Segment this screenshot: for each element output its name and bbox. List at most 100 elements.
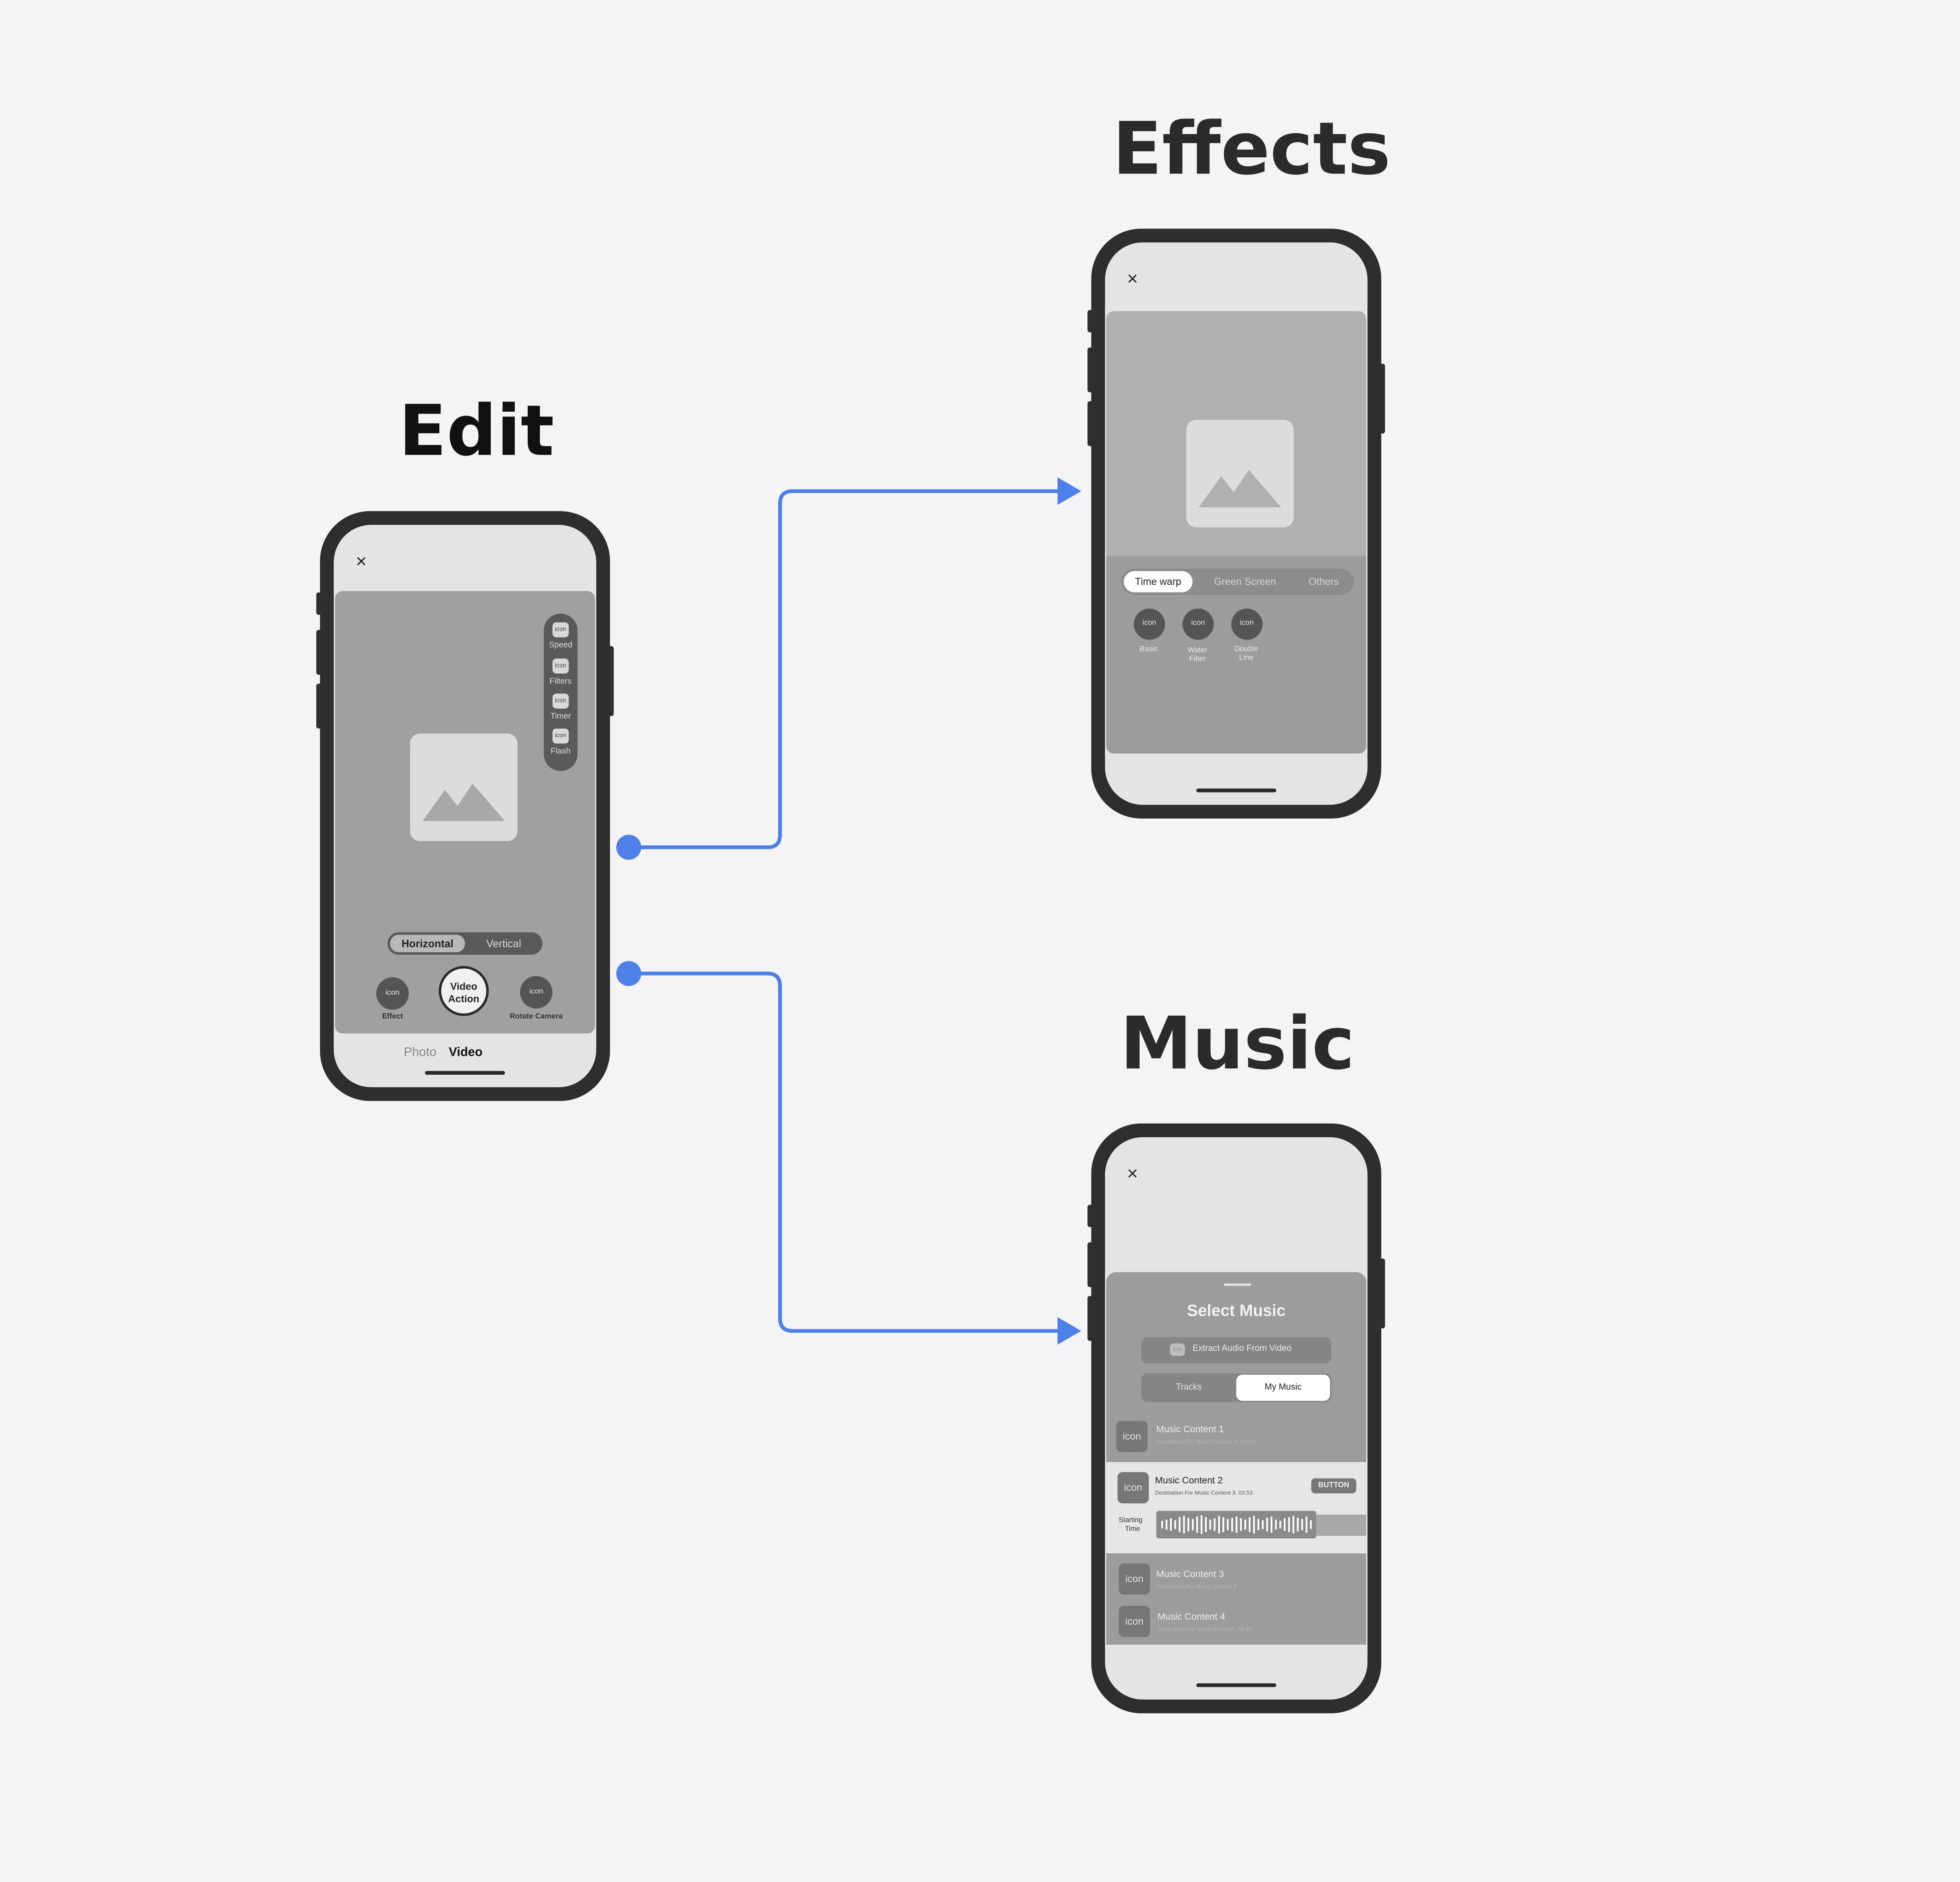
basic-effect-label: Basic — [1139, 646, 1158, 654]
waveform-bar — [1214, 1518, 1216, 1531]
waveform-bar — [1271, 1516, 1273, 1533]
music-phone: × Select Music icon Extract Audio From V… — [1087, 1123, 1385, 1713]
music-content-1-icon: icon — [1116, 1421, 1148, 1452]
vertical-option[interactable]: Vertical — [486, 937, 521, 950]
waveform-bar — [1257, 1519, 1259, 1530]
image-placeholder-icon — [410, 733, 518, 841]
waveform-bar — [1283, 1518, 1286, 1531]
waveform-bar — [1183, 1515, 1185, 1534]
water-filter-button[interactable]: icon — [1182, 608, 1214, 640]
connector-to-effects — [628, 489, 1060, 849]
waveform-bar — [1279, 1521, 1281, 1529]
side-toolbar: icon Speed icon Filters icon Timer icon … — [544, 613, 578, 771]
speed-icon[interactable]: icon — [552, 622, 569, 638]
tab-my-music[interactable]: My Music — [1236, 1375, 1330, 1401]
waveform-selection[interactable] — [1156, 1511, 1316, 1538]
waveform-bar — [1288, 1517, 1290, 1532]
starting-time-label-line1: Starting — [1119, 1517, 1143, 1525]
music-screen: × Select Music icon Extract Audio From V… — [1105, 1137, 1368, 1700]
connector-start-dot-music — [616, 961, 641, 986]
extract-audio-label: Extract Audio From Video — [1192, 1344, 1292, 1354]
waveform-bar — [1297, 1517, 1299, 1532]
music-content-3-title: Music Content 3 — [1156, 1568, 1224, 1580]
water-filter-label-line2: Filter — [1189, 656, 1206, 664]
arrowhead-music — [1057, 1317, 1081, 1345]
select-music-sheet: Select Music icon Extract Audio From Vid… — [1106, 1272, 1366, 1645]
music-content-3-subtitle: Destination For Music Content 3 — [1156, 1583, 1237, 1590]
horizontal-option[interactable]: Horizontal — [390, 935, 465, 953]
list-item[interactable]: icon Music Content 3 Destination For Mus… — [1106, 1560, 1366, 1600]
rotate-camera-label: Rotate Camera — [510, 1013, 563, 1021]
basic-effect-button[interactable]: icon — [1134, 608, 1165, 640]
waveform-bar — [1236, 1516, 1238, 1533]
flash-label: Flash — [551, 747, 571, 756]
home-indicator — [1196, 788, 1277, 792]
waveform-bar — [1165, 1519, 1168, 1530]
waveform-bar — [1240, 1518, 1242, 1531]
waveform-bar — [1266, 1517, 1268, 1532]
double-line-button[interactable]: icon — [1231, 608, 1263, 640]
arrowhead-effects — [1057, 477, 1081, 505]
tab-others[interactable]: Others — [1309, 576, 1339, 588]
list-item-expanded[interactable]: icon Music Content 2 Destination For Mus… — [1106, 1462, 1366, 1554]
close-icon[interactable]: × — [1127, 269, 1138, 290]
video-action-button[interactable]: Video Action — [439, 966, 489, 1016]
waveform-bar — [1301, 1519, 1303, 1530]
select-music-title: Select Music — [1187, 1301, 1286, 1320]
home-indicator — [425, 1071, 505, 1075]
waveform-bar — [1244, 1519, 1246, 1530]
waveform-bar — [1231, 1517, 1233, 1532]
close-icon[interactable]: × — [1127, 1163, 1138, 1185]
tab-time-warp[interactable]: Time warp — [1124, 571, 1193, 593]
waveform-bar — [1161, 1521, 1163, 1529]
speed-label: Speed — [549, 641, 573, 650]
effect-button[interactable]: icon — [376, 977, 409, 1010]
music-content-2-button[interactable]: BUTTON — [1311, 1478, 1356, 1493]
extract-audio-button[interactable]: icon Extract Audio From Video — [1141, 1337, 1332, 1364]
connector-start-dot-effects — [616, 835, 641, 860]
music-content-2-title: Music Content 2 — [1155, 1475, 1223, 1486]
timer-icon[interactable]: icon — [552, 693, 569, 709]
edit-phone: × icon Speed icon Filters icon Timer ico… — [316, 511, 614, 1101]
waveform-bar — [1222, 1517, 1224, 1532]
waveform-bar — [1187, 1517, 1189, 1532]
photo-mode-tab[interactable]: Photo — [404, 1046, 436, 1060]
edit-screen: × icon Speed icon Filters icon Timer ico… — [334, 525, 596, 1088]
list-item[interactable]: icon Music Content 4 Destination For Mus… — [1106, 1602, 1366, 1642]
waveform-bar — [1196, 1516, 1198, 1533]
waveform-bar — [1192, 1519, 1194, 1530]
double-line-label-line1: Double — [1234, 646, 1258, 654]
filters-icon[interactable]: icon — [552, 658, 569, 674]
effects-heading: Effects — [1112, 106, 1391, 191]
flash-icon[interactable]: icon — [552, 728, 569, 744]
rotate-camera-button[interactable]: icon — [520, 976, 553, 1009]
music-content-4-subtitle: Destination For Music Content . 03.53 — [1157, 1625, 1252, 1632]
extract-audio-icon: icon — [1170, 1343, 1185, 1356]
waveform-bar — [1275, 1519, 1277, 1530]
starting-time-label-line2: Time — [1125, 1526, 1140, 1534]
close-icon[interactable]: × — [355, 551, 367, 572]
music-content-1-subtitle: Destination For Music Content 3 . 03.53 — [1156, 1438, 1256, 1445]
tab-green-screen[interactable]: Green Screen — [1214, 576, 1276, 588]
waveform-bar — [1179, 1517, 1181, 1532]
edit-heading: Edit — [399, 391, 554, 473]
waveform-bar — [1227, 1519, 1229, 1530]
connector-to-music — [628, 972, 1060, 1333]
effects-screen: × Time warp Green Screen Others icon Bas… — [1105, 242, 1368, 805]
waveform-bar — [1170, 1518, 1172, 1531]
video-mode-tab[interactable]: Video — [449, 1046, 483, 1060]
music-content-2-icon: icon — [1117, 1472, 1149, 1503]
music-tabs: Tracks My Music — [1141, 1373, 1332, 1402]
tab-tracks[interactable]: Tracks — [1176, 1383, 1202, 1392]
effects-preview: Time warp Green Screen Others icon Basic… — [1106, 311, 1366, 754]
music-content-3-icon: icon — [1119, 1563, 1150, 1595]
video-action-line2: Action — [448, 993, 479, 1005]
list-item[interactable]: icon Music Content 1 Destination For Mus… — [1106, 1417, 1366, 1462]
filters-label: Filters — [549, 677, 572, 686]
sheet-grabber[interactable] — [1224, 1283, 1252, 1286]
effects-panel: Time warp Green Screen Others icon Basic… — [1106, 556, 1366, 754]
home-indicator — [1196, 1683, 1277, 1687]
effects-phone: × Time warp Green Screen Others icon Bas… — [1087, 228, 1385, 819]
